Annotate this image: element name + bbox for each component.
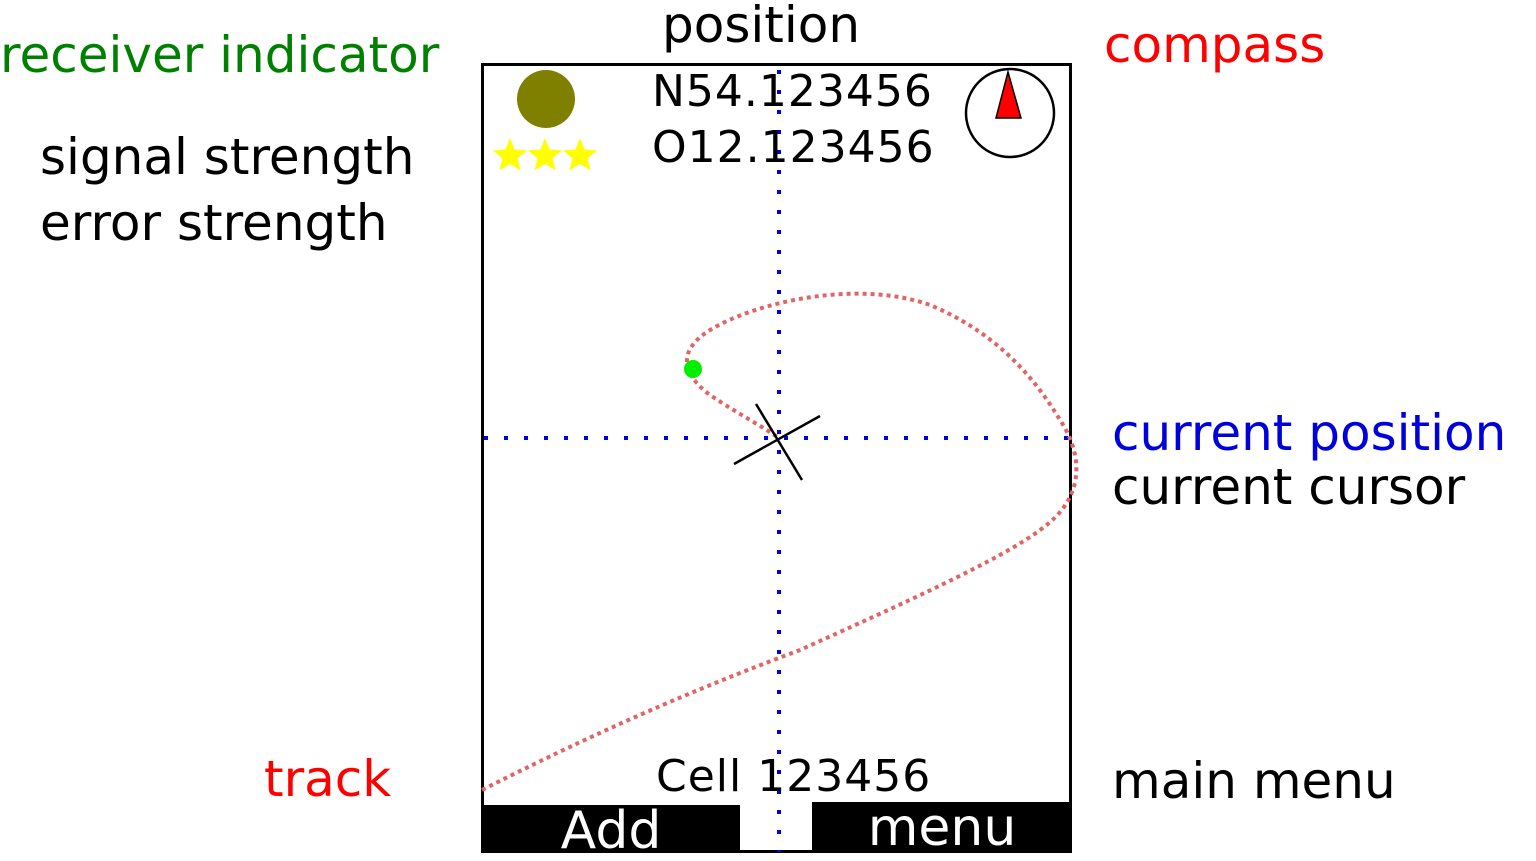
label-signal-strength: signal strength <box>40 128 415 186</box>
label-compass: compass <box>1104 16 1326 74</box>
longitude-readout: O12.123456 <box>652 122 935 173</box>
cursor-cross-icon <box>733 403 821 481</box>
label-error-strength: error strength <box>40 194 388 252</box>
receiver-indicator-icon <box>517 70 575 128</box>
signal-stars <box>493 138 597 171</box>
compass-icon <box>964 67 1056 159</box>
label-main-menu: main menu <box>1112 752 1396 810</box>
menu-softkey-button[interactable]: menu <box>812 802 1072 854</box>
latitude-readout: N54.123456 <box>652 66 933 117</box>
star-icon <box>563 138 597 171</box>
add-softkey-button[interactable]: Add <box>482 805 740 857</box>
label-track: track <box>264 750 392 808</box>
star-icon <box>528 138 562 171</box>
label-position: position <box>662 0 861 54</box>
label-current-position: current position <box>1112 404 1507 462</box>
track-path <box>481 291 1079 792</box>
label-current-cursor: current cursor <box>1112 458 1466 516</box>
label-receiver-indicator: receiver indicator <box>0 26 440 84</box>
track-start-dot <box>684 360 702 378</box>
phone-screen <box>481 63 1072 853</box>
cell-readout: Cell 123456 <box>656 751 932 802</box>
star-icon <box>493 138 527 171</box>
